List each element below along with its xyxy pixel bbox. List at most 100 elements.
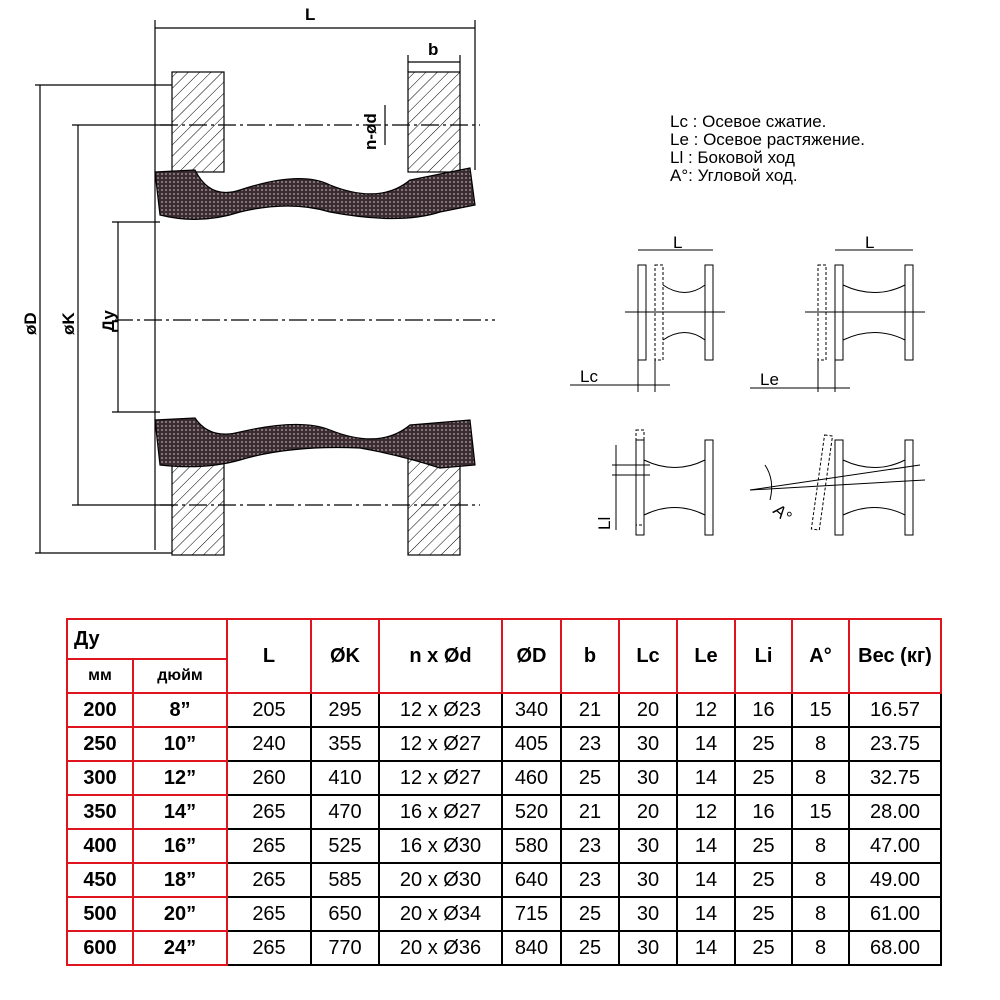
cell-dn-inch: 8” bbox=[132, 692, 228, 728]
cell-dn-mm: 500 bbox=[66, 896, 134, 932]
cell-dn-mm: 600 bbox=[66, 930, 134, 966]
cell-weight: 47.00 bbox=[848, 828, 942, 864]
header-A: A° bbox=[791, 618, 850, 694]
header-Le: Le bbox=[676, 618, 736, 694]
cell-angular: 8 bbox=[791, 930, 850, 966]
cell-dn-inch: 12” bbox=[132, 760, 228, 796]
cell-lateral: 16 bbox=[734, 692, 793, 728]
mini-label-Le: Le bbox=[760, 370, 779, 389]
mini-label-A: A° bbox=[769, 501, 795, 527]
cell-bolt-circle: 650 bbox=[310, 896, 380, 932]
cell-length: 260 bbox=[226, 760, 312, 796]
cell-flange-thickness: 25 bbox=[560, 930, 620, 966]
cell-extension: 14 bbox=[676, 862, 736, 898]
specifications-table: Ду L ØK n x Ød ØD b Lc Le Li A° Вес (кг)… bbox=[66, 618, 942, 966]
cell-dn-mm: 300 bbox=[66, 760, 134, 796]
cell-dn-mm: 350 bbox=[66, 794, 134, 830]
header-L: L bbox=[226, 618, 312, 694]
mini-label-L2: L bbox=[865, 233, 874, 252]
cell-length: 265 bbox=[226, 828, 312, 864]
cell-bolt-circle: 585 bbox=[310, 862, 380, 898]
flange-top-left bbox=[171, 71, 225, 173]
cell-lateral: 25 bbox=[734, 930, 793, 966]
cell-flange-thickness: 23 bbox=[560, 828, 620, 864]
cell-flange-thickness: 21 bbox=[560, 794, 620, 830]
cell-extension: 12 bbox=[676, 692, 736, 728]
cell-dn-mm: 200 bbox=[66, 692, 134, 728]
cell-flange-thickness: 25 bbox=[560, 760, 620, 796]
cell-bolt-circle: 470 bbox=[310, 794, 380, 830]
cell-lateral: 16 bbox=[734, 794, 793, 830]
header-b: b bbox=[560, 618, 620, 694]
header-mm: мм bbox=[66, 658, 134, 694]
cell-angular: 15 bbox=[791, 692, 850, 728]
cell-bolt-holes: 20 x Ø30 bbox=[378, 862, 503, 898]
cell-extension: 14 bbox=[676, 828, 736, 864]
cell-compression: 30 bbox=[618, 760, 678, 796]
cell-outer-diameter: 715 bbox=[501, 896, 562, 932]
legend-item: Lc : Осевое сжатие. bbox=[670, 112, 827, 131]
cell-extension: 12 bbox=[676, 794, 736, 830]
flange-bottom-left bbox=[171, 449, 225, 556]
cell-angular: 8 bbox=[791, 896, 850, 932]
diagram-compression bbox=[570, 249, 725, 392]
label-du: Ду bbox=[99, 310, 118, 332]
cell-extension: 14 bbox=[676, 896, 736, 932]
cell-compression: 30 bbox=[618, 828, 678, 864]
cell-bolt-holes: 12 x Ø23 bbox=[378, 692, 503, 728]
diagram-extension bbox=[750, 249, 925, 392]
cell-flange-thickness: 23 bbox=[560, 862, 620, 898]
cell-length: 265 bbox=[226, 930, 312, 966]
cell-length: 205 bbox=[226, 692, 312, 728]
cell-outer-diameter: 460 bbox=[501, 760, 562, 796]
header-K: ØK bbox=[310, 618, 380, 694]
cell-angular: 8 bbox=[791, 726, 850, 762]
flange-top-right bbox=[407, 71, 461, 173]
cell-extension: 14 bbox=[676, 930, 736, 966]
cell-bolt-holes: 20 x Ø36 bbox=[378, 930, 503, 966]
header-Lc: Lc bbox=[618, 618, 678, 694]
header-D: ØD bbox=[501, 618, 562, 694]
cell-dn-mm: 250 bbox=[66, 726, 134, 762]
cell-weight: 68.00 bbox=[848, 930, 942, 966]
cell-angular: 8 bbox=[791, 828, 850, 864]
cell-angular: 8 bbox=[791, 862, 850, 898]
cell-flange-thickness: 21 bbox=[560, 692, 620, 728]
label-b: b bbox=[428, 40, 438, 59]
cell-lateral: 25 bbox=[734, 726, 793, 762]
cell-compression: 20 bbox=[618, 794, 678, 830]
legend-item: A°: Угловой ход. bbox=[670, 166, 798, 185]
cell-compression: 30 bbox=[618, 930, 678, 966]
cell-outer-diameter: 840 bbox=[501, 930, 562, 966]
movement-diagrams bbox=[570, 249, 926, 536]
cell-extension: 14 bbox=[676, 726, 736, 762]
bellows-bottom bbox=[154, 417, 476, 469]
cell-compression: 30 bbox=[618, 862, 678, 898]
diagram-angular bbox=[749, 434, 926, 536]
cell-weight: 61.00 bbox=[848, 896, 942, 932]
cell-bolt-circle: 525 bbox=[310, 828, 380, 864]
cell-bolt-circle: 295 bbox=[310, 692, 380, 728]
cell-weight: 32.75 bbox=[848, 760, 942, 796]
cell-lateral: 25 bbox=[734, 896, 793, 932]
cell-weight: 49.00 bbox=[848, 862, 942, 898]
cell-weight: 16.57 bbox=[848, 692, 942, 728]
cell-bolt-holes: 20 x Ø34 bbox=[378, 896, 503, 932]
cell-compression: 30 bbox=[618, 726, 678, 762]
cell-extension: 14 bbox=[676, 760, 736, 796]
cell-weight: 28.00 bbox=[848, 794, 942, 830]
cell-dn-inch: 18” bbox=[132, 862, 228, 898]
cell-outer-diameter: 580 bbox=[501, 828, 562, 864]
diagram-lateral bbox=[612, 429, 714, 536]
cell-lateral: 25 bbox=[734, 760, 793, 796]
cell-outer-diameter: 640 bbox=[501, 862, 562, 898]
movement-legend: Lc : Осевое сжатие. Le : Осевое растяжен… bbox=[670, 113, 865, 185]
cell-outer-diameter: 520 bbox=[501, 794, 562, 830]
cell-compression: 20 bbox=[618, 692, 678, 728]
